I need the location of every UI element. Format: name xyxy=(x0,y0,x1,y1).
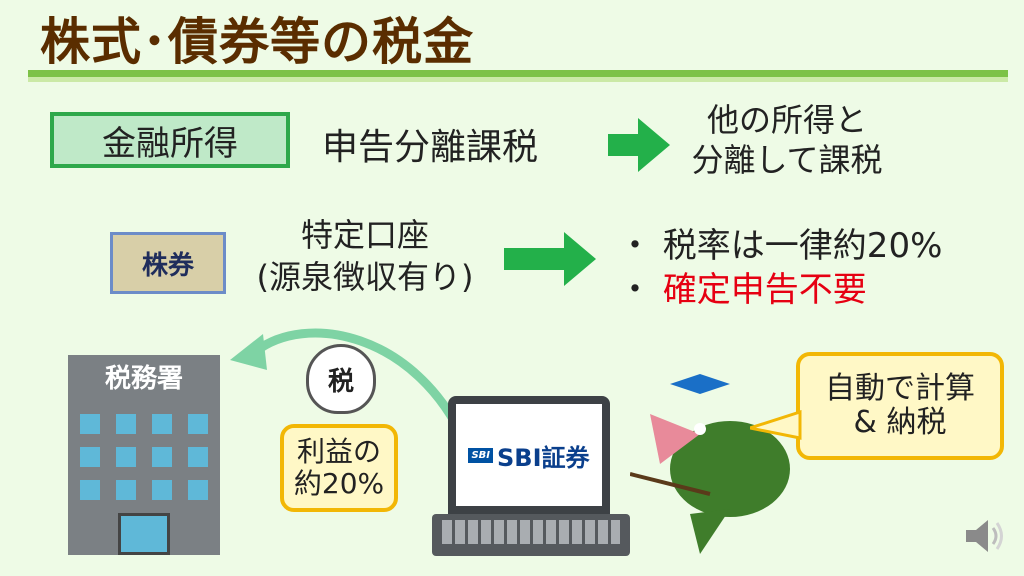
broker-name: SBI証券 xyxy=(497,443,590,472)
tax-office-label: 税務署 xyxy=(104,363,183,394)
bubble-tail xyxy=(750,410,802,440)
profit-bubble: 利益の 約20% xyxy=(280,424,398,512)
sbi-logo-icon: SBI xyxy=(468,447,494,463)
tax-bag-label: 税 xyxy=(327,366,354,397)
specific-account-line2: (源泉徴収有り) xyxy=(256,257,474,296)
arrow-right-icon xyxy=(504,232,596,286)
curved-arrow-icon xyxy=(230,328,470,444)
stock-certificate-label: 株券 xyxy=(141,250,194,281)
laptop-icon: SBI SBI証券 xyxy=(448,396,610,514)
separate-taxation-label: 申告分離課税 xyxy=(322,127,539,168)
building-windows xyxy=(80,405,208,500)
auto-tax-line2: & 納税 xyxy=(853,405,947,440)
tax-rate-note: ・ 税率は一律約20% xyxy=(618,226,943,266)
separate-result-line2: 分離して課税 xyxy=(691,141,883,179)
title-underline-light xyxy=(28,77,1008,82)
auto-tax-bubble: 自動で計算 & 納税 xyxy=(796,352,1004,460)
laptop-screen: SBI SBI証券 xyxy=(456,404,602,506)
separate-result: 他の所得と 分離して課税 xyxy=(672,100,902,180)
specific-account: 特定口座 (源泉徴収有り) xyxy=(240,215,490,298)
fish-mascot-icon xyxy=(630,374,790,554)
building-door xyxy=(118,513,170,555)
arrow-right-icon xyxy=(608,118,670,172)
title-underline xyxy=(28,70,1008,77)
stock-certificate-icon: 株券 xyxy=(110,232,226,294)
laptop-keys xyxy=(442,520,620,544)
bullet: ・ xyxy=(618,270,663,310)
page-title: 株式･債券等の税金 xyxy=(40,13,474,71)
auto-tax-line1: 自動で計算 xyxy=(825,370,975,406)
laptop-keyboard xyxy=(432,514,630,556)
financial-income-box: 金融所得 xyxy=(50,112,290,168)
tax-bag-icon: 税 xyxy=(306,344,376,414)
separate-result-line1: 他の所得と xyxy=(706,101,867,139)
no-tax-return-note: ・ 確定申告不要 xyxy=(618,262,867,311)
profit-line2: 約20% xyxy=(293,467,385,500)
specific-account-line1: 特定口座 xyxy=(300,216,429,254)
tax-office-building-icon: 税務署 xyxy=(68,355,220,555)
no-tax-return-text: 確定申告不要 xyxy=(662,270,867,310)
profit-line1: 利益の xyxy=(296,434,381,468)
speaker-icon[interactable] xyxy=(962,516,1006,556)
financial-income-label: 金融所得 xyxy=(102,123,238,164)
